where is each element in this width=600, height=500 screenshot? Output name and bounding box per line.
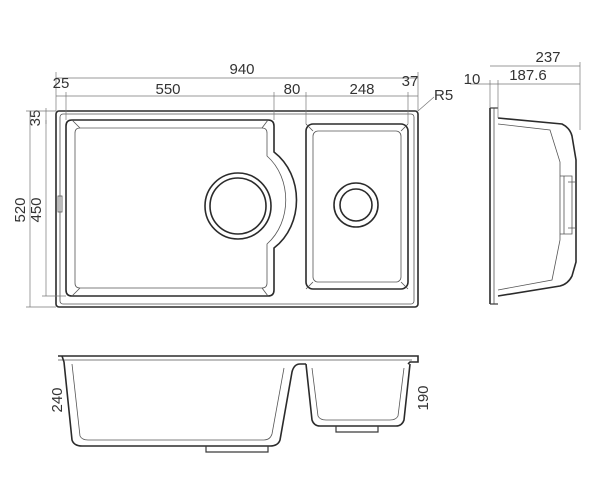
section-rim [58,355,419,365]
section-second-bowl-inner [311,367,405,421]
section-main-bowl [61,355,306,447]
overflow-tab [57,195,63,213]
dim-divider-width: 80 [284,81,301,98]
dim-side-body: 187.6 [509,67,547,84]
second-bowl-outline [305,123,409,290]
main-drain-outer [204,172,272,240]
dim-corner-radius: R5 [434,87,453,104]
second-bowl-inner-outline [312,130,402,283]
main-bowl-inner-outline [74,127,286,289]
dim-main-bowl-width: 550 [155,81,180,98]
side-drain-box [560,175,576,235]
side-body-outline [497,117,577,297]
front-section-view: 240 190 [49,355,432,453]
side-view: 237 10 187.6 [464,49,581,305]
second-drain-inner [339,188,373,222]
dim-overall-depth: 520 [12,197,29,222]
side-body-inner [497,123,561,291]
sink-outer-rim [55,110,419,308]
dim-second-bowl-width: 248 [349,81,374,98]
section-main-bowl-inner [71,363,285,441]
radius-leader [417,96,435,112]
sink-inner-rim [59,113,415,305]
dim-second-bowl-height: 190 [415,385,432,410]
main-bowl-outline [65,119,298,297]
dim-top-margin: 35 [27,110,44,127]
plan-view: 940 25 550 80 248 37 R5 35 520 450 [12,61,453,308]
dim-bowl-depth: 450 [28,197,45,222]
second-bowl-slope-line [305,123,409,290]
dim-overall-width: 940 [229,61,254,78]
dim-main-bowl-height: 240 [49,387,66,412]
dim-side-flange: 10 [464,71,481,88]
section-main-drain [205,446,269,453]
dim-right-margin: 37 [402,73,419,90]
dim-left-margin: 25 [53,75,70,92]
section-second-bowl [305,363,411,427]
section-second-drain [335,426,379,433]
main-drain-inner [209,177,267,235]
second-drain-outer [333,182,379,228]
main-bowl-slope-line [71,119,269,297]
dim-side-total: 237 [535,49,560,66]
